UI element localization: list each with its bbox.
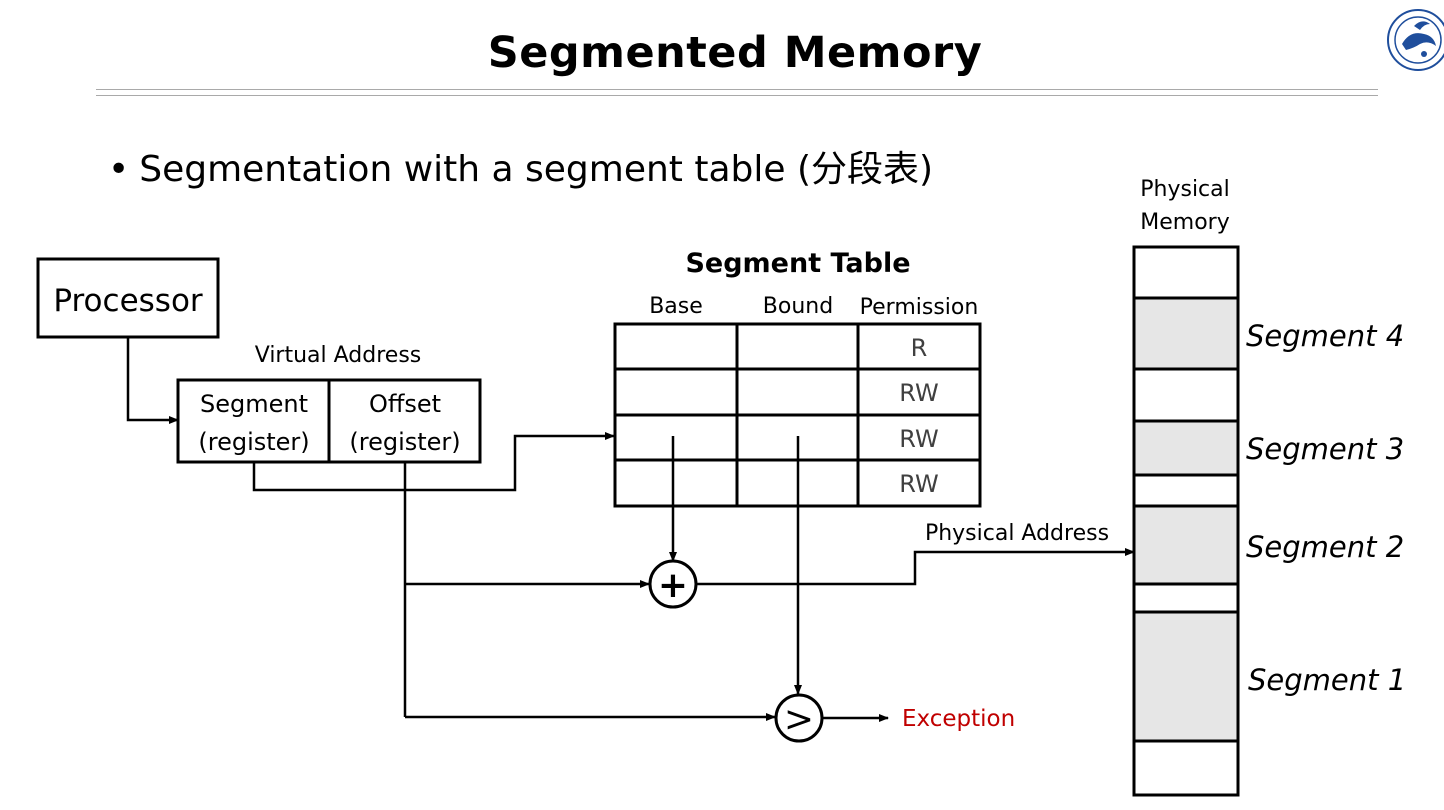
segment-2-label: Segment 2 [1246,530,1404,564]
offset-register-line1: Offset [369,390,441,418]
physical-memory-label-line1: Physical [1140,177,1230,202]
segment-table-title: Segment Table [685,248,910,279]
processor-label: Processor [53,283,203,319]
column-bound: Bound [763,294,833,319]
physical-address-label: Physical Address [925,521,1109,546]
physical-memory-column [1132,245,1240,797]
segment-4-label: Segment 4 [1246,319,1404,353]
segment-to-table-arrow [252,432,615,492]
permission-row-4: RW [899,470,938,498]
segment-1-label: Segment 1 [1248,663,1406,697]
column-base: Base [649,294,703,319]
physical-address-arrow [696,548,1135,586]
title-divider-top [96,89,1378,90]
title-divider-bottom [96,95,1378,96]
adder-symbol: + [658,565,688,606]
bullet-point: •Segmentation with a segment table (分段表) [108,140,933,192]
memory-block-segment-3 [1132,419,1240,477]
bullet-icon: • [108,149,130,190]
memory-block-segment-4 [1132,296,1240,371]
offset-register-line2: (register) [349,428,460,456]
permission-row-3: RW [899,425,938,453]
permission-row-2: RW [899,379,938,407]
comparator-symbol: > [784,699,814,740]
segment-3-label: Segment 3 [1246,432,1404,466]
column-permission: Permission [860,295,979,320]
page-title: Segmented Memory [487,28,983,78]
bullet-text: Segmentation with a segment table (分段表) [139,149,934,190]
segment-table-grid [613,322,982,508]
segment-register-line2: (register) [198,428,309,456]
segment-register-line1: Segment [200,390,308,418]
memory-block-segment-1 [1132,610,1240,743]
permission-row-1: R [911,334,928,362]
exception-label: Exception [902,706,1015,732]
virtual-address-label: Virtual Address [255,343,422,368]
memory-block-segment-2 [1132,504,1240,586]
physical-memory-label-line2: Memory [1140,210,1229,235]
university-seal-icon [1384,0,1444,78]
processor-to-segment-arrow [126,337,179,424]
